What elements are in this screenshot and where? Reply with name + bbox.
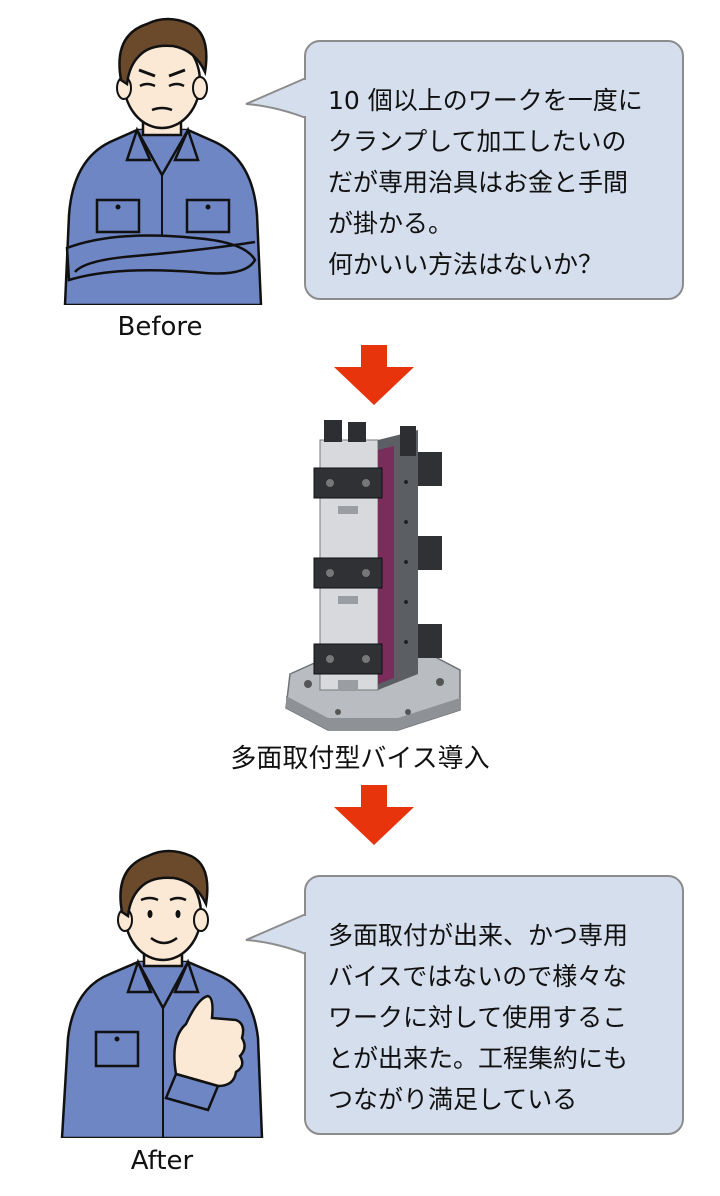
bubble-tail-seam <box>303 916 309 952</box>
product-caption: 多面取付型バイス導入 <box>230 744 490 774</box>
after-speech-bubble: 多面取付が出来、かつ専用 バイスではないので様々な ワークに対して使用するこ と… <box>304 875 684 1135</box>
before-speech-line: だが専用治具はお金と手間 <box>328 168 629 197</box>
after-label: After <box>130 1146 194 1176</box>
vise-tower-icon <box>285 420 461 731</box>
worried-worker-arms-crossed-icon <box>63 17 263 305</box>
bubble-tail-seam <box>303 80 309 116</box>
before-speech-line: クランプして加工したいの <box>328 127 627 156</box>
before-speech-line: 何かいい方法はないか？ <box>328 250 604 279</box>
after-speech-line: 多面取付が出来、かつ専用 <box>328 921 629 950</box>
before-person-illustration <box>55 10 270 305</box>
after-bubble-tail <box>245 913 307 955</box>
smiling-worker-thumbs-up-icon <box>60 849 264 1138</box>
before-speech-line: 10 個以上のワークを一度に <box>328 86 643 115</box>
after-speech-line: ワークに対して使用するこ <box>328 1003 628 1032</box>
vise-tower-photo <box>278 412 468 734</box>
before-speech-line: が掛かる。 <box>328 209 454 238</box>
after-speech-line: とが出来た。工程集約にも <box>328 1044 629 1073</box>
before-bubble-tail <box>245 77 307 119</box>
before-label: Before <box>117 312 203 342</box>
after-person-illustration <box>58 848 268 1138</box>
red-down-arrow-icon <box>334 785 414 845</box>
after-speech-line: バイスではないので様々な <box>328 962 628 991</box>
before-speech-bubble: 10 個以上のワークを一度に クランプして加工したいの だが専用治具はお金と手間… <box>304 40 684 300</box>
after-speech-line: つながり満足している <box>328 1085 578 1114</box>
red-down-arrow-icon <box>334 345 414 405</box>
